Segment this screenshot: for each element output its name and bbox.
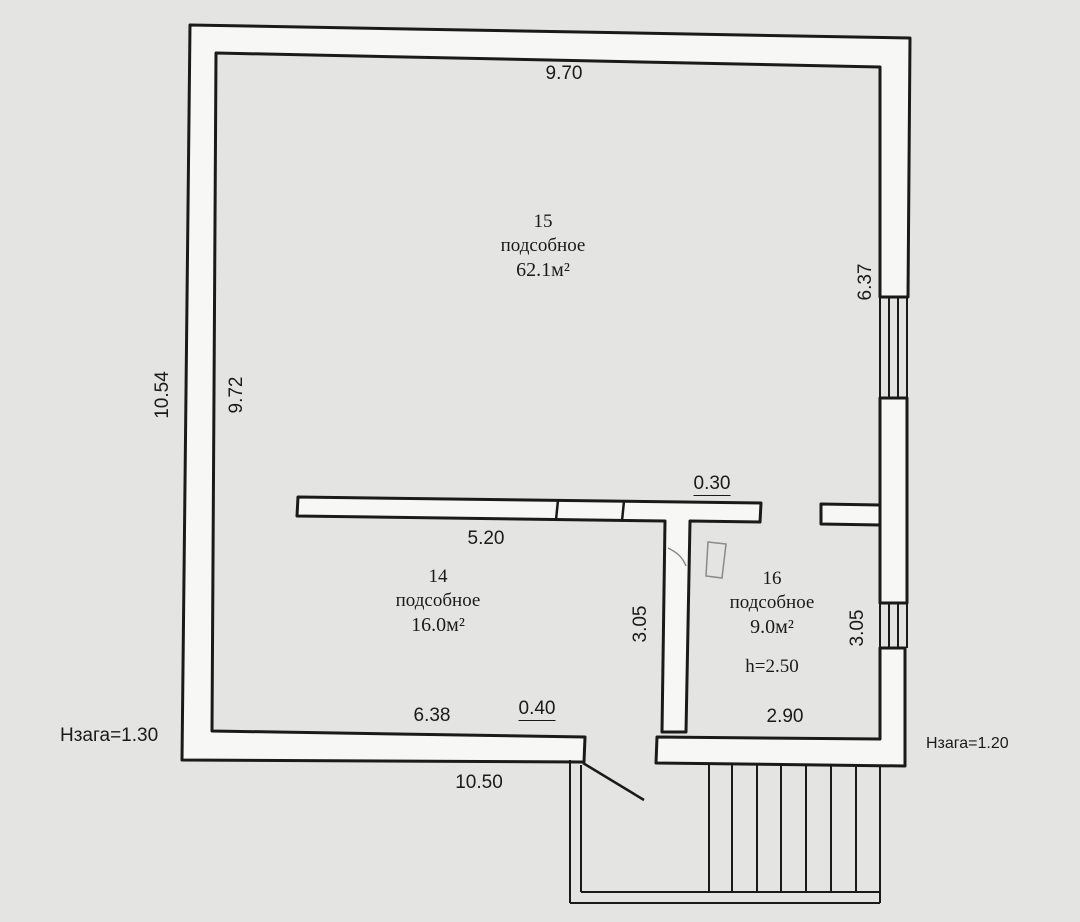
dimension-bottom-outer: 10.50 bbox=[455, 772, 503, 793]
room-14-name: подсобное bbox=[395, 590, 481, 611]
room-15-area: 62.1м² bbox=[516, 259, 570, 281]
dimension-top-inner: 9.70 bbox=[545, 63, 583, 84]
room-16-height: h=2.50 bbox=[745, 656, 799, 677]
room-14-label: 14 подсобное 16.0м² bbox=[396, 565, 481, 637]
room-14-area: 16.0м² bbox=[411, 614, 465, 636]
window-right-lower bbox=[879, 603, 908, 648]
room-15-label: 15 подсобное 62.1м² bbox=[501, 210, 586, 282]
partition-stub bbox=[819, 502, 882, 527]
entrance-porch bbox=[569, 760, 881, 904]
interior-partition bbox=[295, 495, 763, 734]
dimension-room14-right: 3.05 bbox=[630, 605, 651, 643]
entrance-door-leaf bbox=[582, 761, 645, 802]
dimension-door-offset: 0.40 bbox=[518, 698, 556, 721]
room-15-number: 15 bbox=[533, 211, 553, 232]
right-wall-lower bbox=[878, 396, 909, 605]
room-16-label: 16 подсобное 9.0м² h=2.50 bbox=[730, 567, 815, 679]
dimension-left-outer: 10.54 bbox=[152, 371, 173, 419]
room-16-area: 9.0м² bbox=[750, 616, 794, 638]
dimension-bottom-left-inner: 6.38 bbox=[413, 705, 451, 726]
room-15-name: подсобное bbox=[500, 235, 586, 256]
pencil-mark bbox=[667, 541, 727, 579]
dimension-room16-bottom: 2.90 bbox=[766, 706, 804, 727]
dimension-right-lower: 3.05 bbox=[847, 609, 868, 647]
window-right-upper bbox=[879, 297, 908, 398]
porch-steps bbox=[708, 765, 857, 892]
dimension-partition-thickness: 0.30 bbox=[693, 473, 731, 496]
elevation-left: Нзага=1.30 bbox=[60, 725, 159, 746]
dimension-right-upper: 6.37 bbox=[855, 263, 876, 301]
outer-wall bbox=[180, 23, 912, 764]
room-14-number: 14 bbox=[428, 566, 448, 587]
dimension-partition-length: 5.20 bbox=[467, 528, 505, 549]
bottom-right-wall bbox=[654, 646, 907, 768]
dimension-left-inner: 9.72 bbox=[226, 376, 247, 414]
room-16-number: 16 bbox=[762, 568, 782, 589]
partition-doorway bbox=[554, 499, 626, 522]
room-16-name: подсобное bbox=[729, 592, 815, 613]
elevation-right: Нзага=1.20 bbox=[926, 735, 1009, 752]
